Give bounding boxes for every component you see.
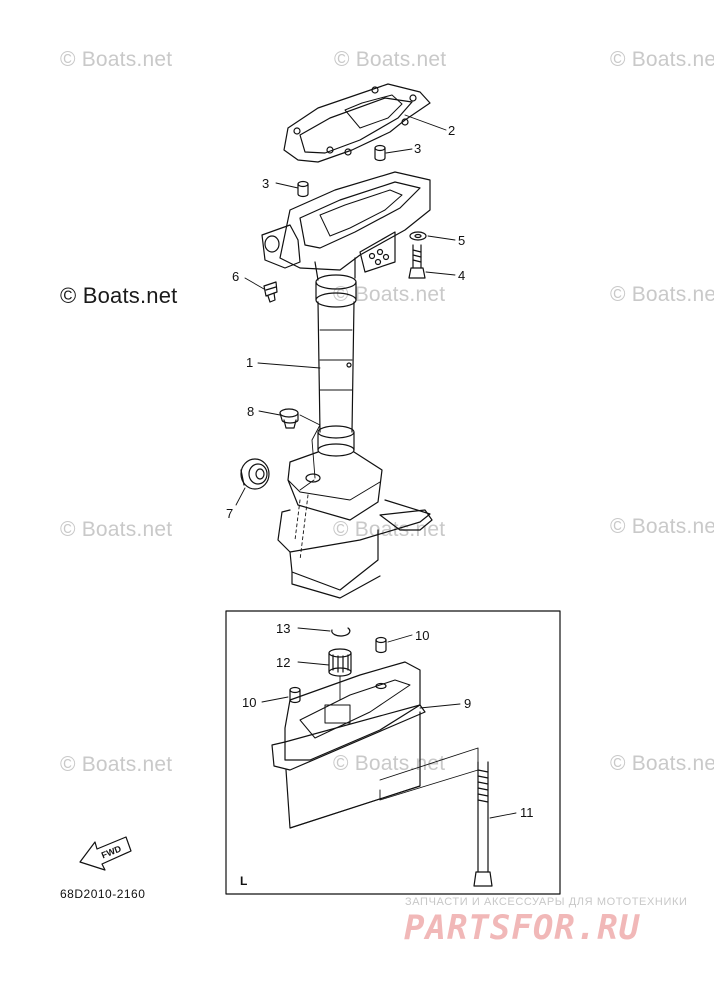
- forward-arrow-icon: [79, 836, 132, 871]
- callout-8: 8: [247, 404, 255, 419]
- callout-5: 5: [458, 233, 466, 248]
- seller-tagline: ЗАПЧАСТИ И АКСЕССУАРЫ ДЛЯ МОТОТЕХНИКИ: [405, 896, 688, 908]
- extension-part: [271, 661, 426, 829]
- watermark: © Boats.net: [333, 518, 446, 541]
- watermark: © Boats.net: [333, 752, 446, 775]
- callout-11: 11: [520, 805, 534, 820]
- watermark: © Boats.net: [610, 283, 714, 306]
- callout-1: 1: [246, 355, 254, 370]
- callout-3: 3: [414, 141, 422, 156]
- watermark: © Boats.net: [610, 48, 714, 71]
- seller-logo[interactable]: PARTSFOR.RU: [404, 908, 641, 948]
- callout-9: 9: [464, 696, 472, 711]
- watermark: © Boats.net: [60, 518, 173, 541]
- grommet-part: [240, 458, 270, 490]
- dowel-pin-part: [297, 144, 386, 198]
- water-plug-part: [279, 408, 299, 429]
- callout-7: 7: [226, 506, 234, 521]
- callout-4: 4: [458, 268, 466, 283]
- watermark: © Boats.net: [610, 752, 714, 775]
- watermark: © Boats.net: [60, 48, 173, 71]
- watermark: © Boats.net: [334, 48, 447, 71]
- watermark: © Boats.net: [60, 753, 173, 776]
- drawing-code: 68D2010-2160: [60, 887, 146, 901]
- bolt-part: [408, 244, 426, 279]
- plug-part: [263, 281, 278, 303]
- callout-6: 6: [232, 269, 240, 284]
- assembly-guide-line: [379, 747, 479, 801]
- callout-12: 12: [276, 655, 291, 670]
- inset-frame: [225, 610, 561, 895]
- bush-part: [328, 648, 352, 677]
- callout-13: 13: [276, 621, 291, 636]
- callout-10: 10: [242, 695, 257, 710]
- watermark-dark: © Boats.net: [60, 283, 178, 308]
- washer-part: [409, 231, 427, 241]
- exhaust-guide-part: [261, 171, 431, 281]
- leader-lines: [235, 114, 517, 819]
- upper-casing-part: [277, 274, 433, 599]
- callout-3: 3: [262, 176, 270, 191]
- long-bolt-part: [473, 761, 493, 887]
- inset-box-label: L: [240, 874, 248, 888]
- watermark: © Boats.net: [610, 515, 714, 538]
- callout-2: 2: [448, 123, 456, 138]
- circlip-part: [331, 627, 351, 637]
- callout-10: 10: [415, 628, 430, 643]
- gasket-part: [283, 83, 431, 163]
- watermark: © Boats.net: [333, 283, 446, 306]
